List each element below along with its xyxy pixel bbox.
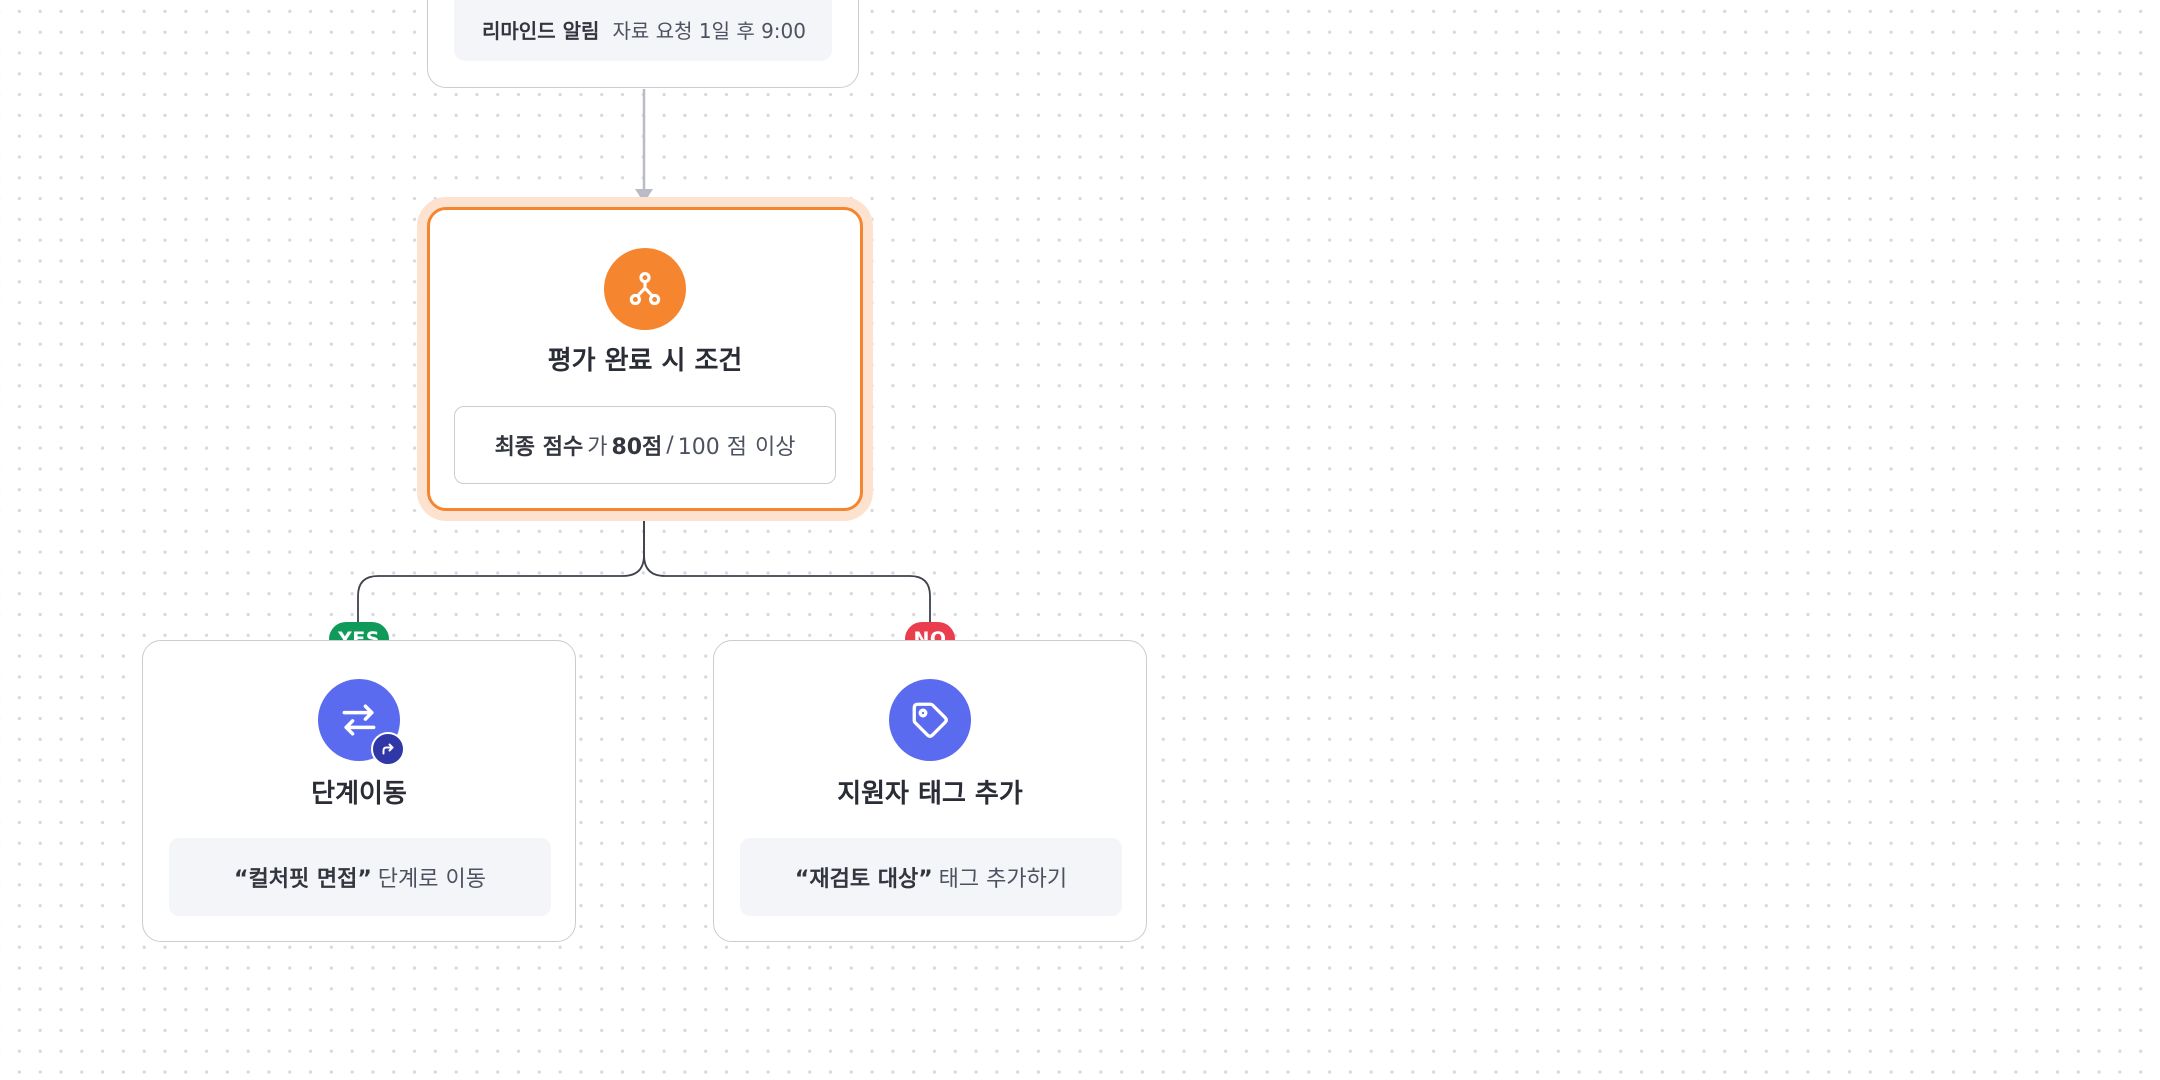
move-stage-target: “컬처핏 면접” <box>234 867 372 892</box>
reminder-value: 자료 요청 1일 후 9:00 <box>612 18 806 43</box>
add-tag-title: 지원자 태그 추가 <box>837 779 1023 809</box>
edge-condition-to-yes <box>357 511 645 624</box>
add-tag-action: 태그 추가하기 <box>938 867 1068 892</box>
condition-max: 100 점 <box>677 435 747 460</box>
condition-title: 평가 완료 시 조건 <box>547 346 743 376</box>
move-stage-action: 단계로 이동 <box>377 867 486 892</box>
move-stage-description[interactable]: “컬처핏 면접” 단계로 이동 <box>169 838 551 916</box>
arrow-head-icon <box>635 189 653 203</box>
condition-separator: / <box>666 432 674 458</box>
redo-arrow-icon <box>371 732 405 766</box>
reminder-label: 리마인드 알림 <box>482 18 600 43</box>
add-tag-target: “재검토 대상” <box>794 867 933 892</box>
reminder-node[interactable]: 리마인드 알림 자료 요청 1일 후 9:00 <box>427 0 859 88</box>
branch-icon <box>604 248 686 330</box>
add-tag-node[interactable]: 지원자 태그 추가 “재검토 대상” 태그 추가하기 <box>713 640 1147 942</box>
swap-arrows-icon <box>318 679 405 766</box>
edge-condition-to-no <box>643 511 931 624</box>
condition-value: 80점 <box>611 435 663 460</box>
condition-particle: 가 <box>587 435 608 460</box>
reminder-detail-box: 리마인드 알림 자료 요청 1일 후 9:00 <box>454 0 832 61</box>
condition-node[interactable]: 평가 완료 시 조건 최종 점수 가 80점 / 100 점 이상 <box>427 207 863 511</box>
tag-icon <box>889 679 971 761</box>
condition-rule[interactable]: 최종 점수 가 80점 / 100 점 이상 <box>454 406 836 484</box>
condition-field: 최종 점수 <box>494 435 584 460</box>
reminder-row: 리마인드 알림 자료 요청 1일 후 9:00 <box>454 15 832 43</box>
move-stage-node[interactable]: 단계이동 “컬처핏 면접” 단계로 이동 <box>142 640 576 942</box>
add-tag-description[interactable]: “재검토 대상” 태그 추가하기 <box>740 838 1122 916</box>
move-stage-title: 단계이동 <box>311 779 407 809</box>
condition-operator: 이상 <box>754 435 796 460</box>
